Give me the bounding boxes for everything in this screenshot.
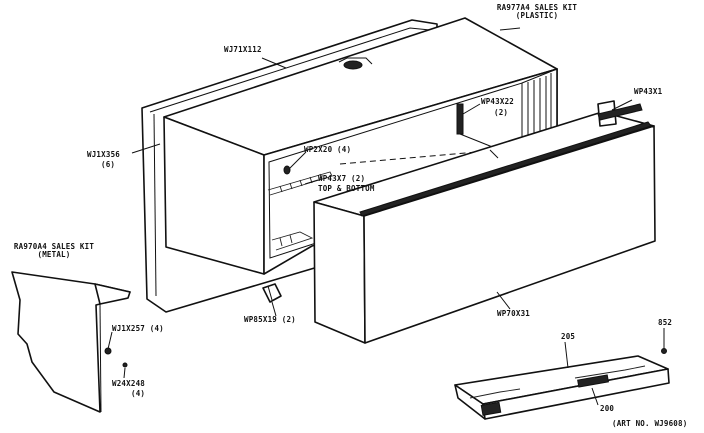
label-w24x248-qty: (4)	[131, 389, 146, 398]
label-852: 852	[658, 318, 673, 327]
label-wj1x257: WJ1X257 (4)	[112, 324, 164, 333]
label-ra977a4: RA977A4 SALES KIT (PLASTIC)	[478, 4, 596, 20]
label-art-no: (ART NO. WJ9608)	[612, 419, 688, 428]
label-205: 205	[561, 332, 576, 341]
screw-852	[661, 330, 667, 354]
front-panel	[313, 100, 656, 344]
label-ra977a4-text: RA977A4 SALES KIT	[496, 3, 578, 12]
label-wj1x356-qty: (6)	[101, 160, 116, 169]
side-curtain	[11, 271, 131, 413]
label-wp43x7: WP43X7 (2)	[318, 174, 366, 183]
label-200: 200	[600, 404, 615, 413]
label-wj1x356: WJ1X356	[87, 150, 121, 159]
label-plastic-text: (PLASTIC)	[515, 11, 559, 20]
label-wp2x20: WP2X20 (4)	[304, 145, 352, 154]
label-wj71x112: WJ71X112	[224, 45, 262, 54]
label-metal-text: (METAL)	[37, 250, 71, 259]
label-ra970a4: RA970A4 SALES KIT (METAL)	[10, 243, 98, 259]
label-wp43x22-qty: (2)	[494, 108, 509, 117]
label-ra970a4-text: RA970A4 SALES KIT	[13, 242, 95, 251]
label-wp43x1: WP43X1	[634, 87, 663, 96]
leader-lines	[107, 27, 665, 406]
label-wp85x19: WP85X19 (2)	[244, 315, 296, 324]
label-w24x248: W24X248	[112, 379, 146, 388]
label-wp70x31: WP70X31	[497, 309, 531, 318]
label-wp43x22: WP43X22	[481, 97, 515, 106]
label-top-bottom: TOP & BOTTOM	[318, 184, 375, 193]
foot-pad	[262, 283, 282, 303]
drain-tray	[454, 355, 670, 420]
